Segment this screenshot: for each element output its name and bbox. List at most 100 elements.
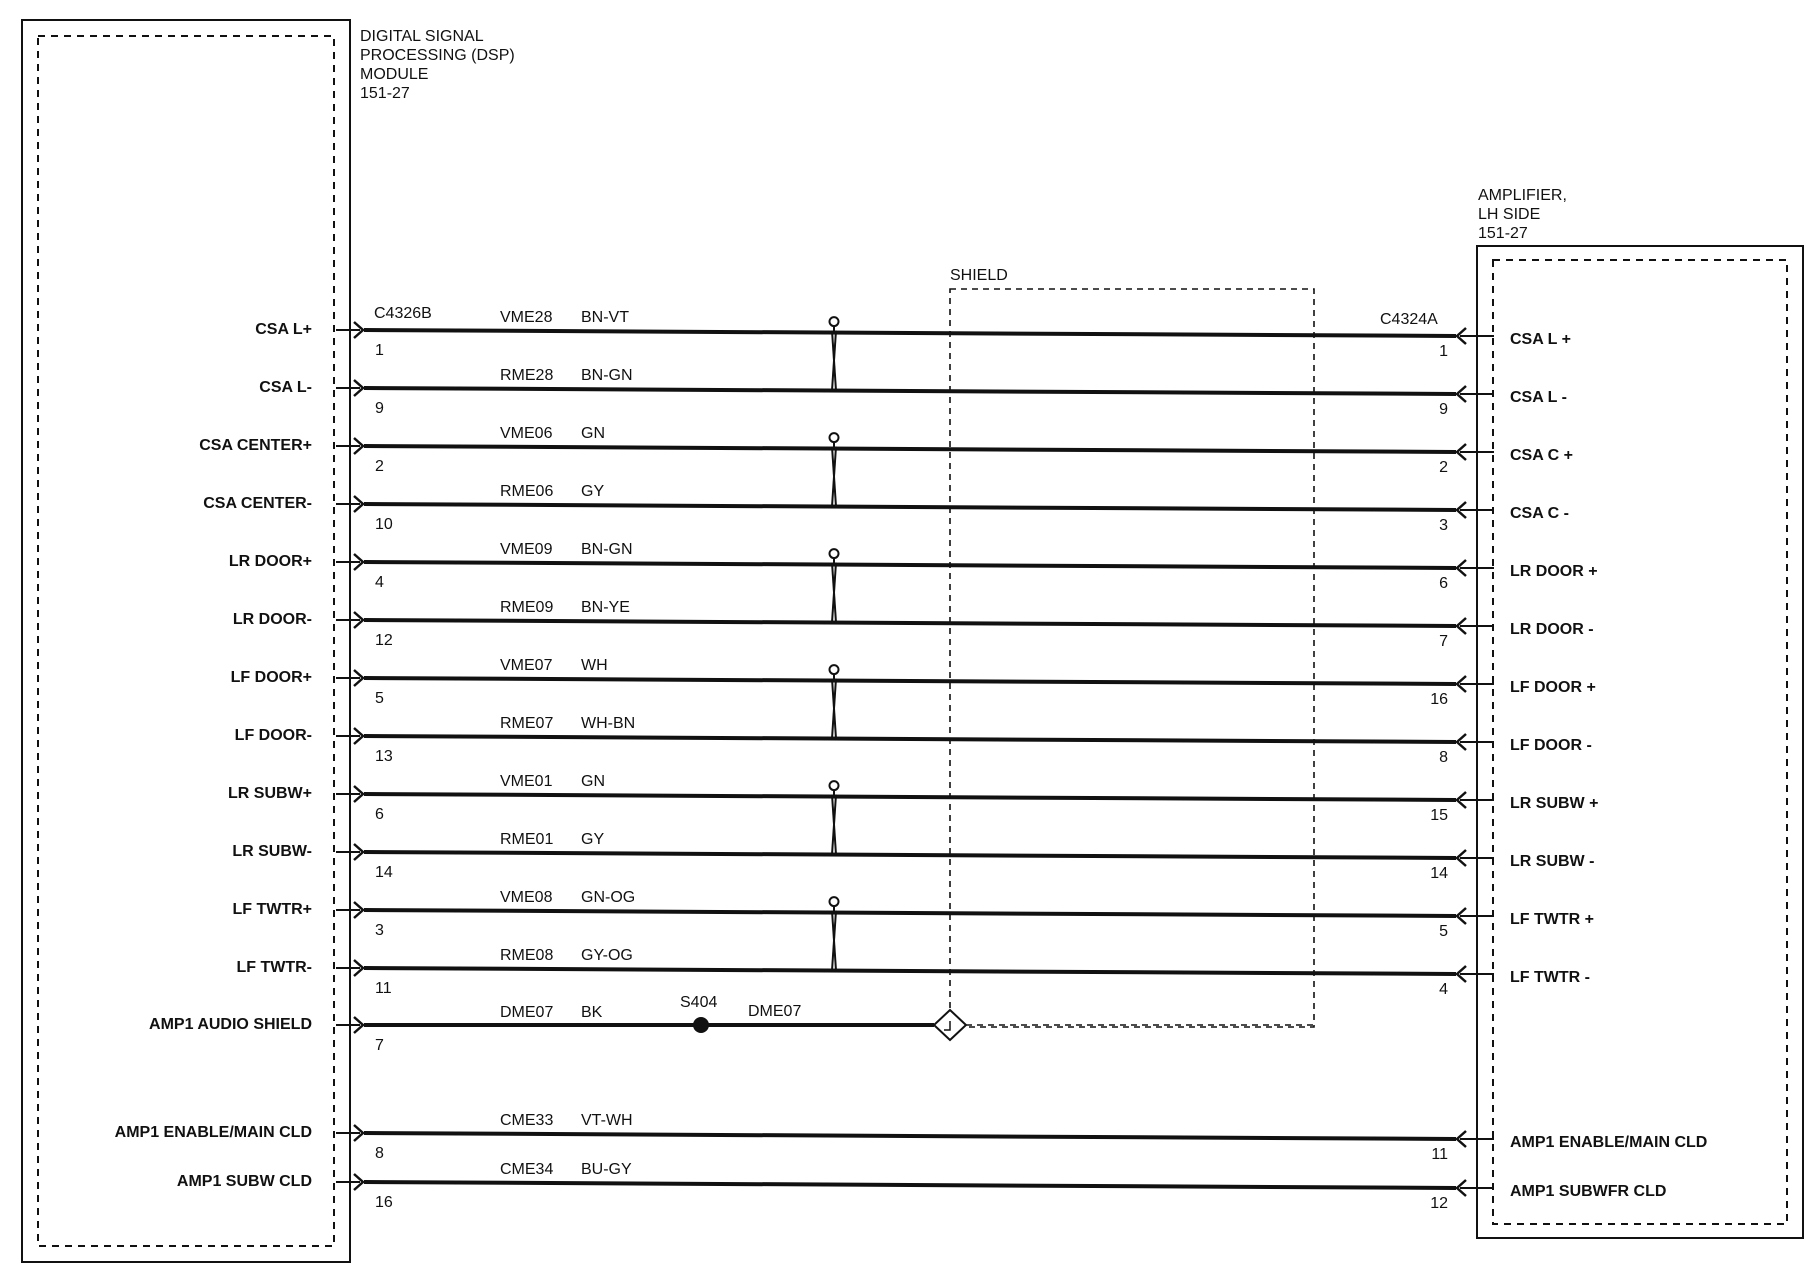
wire-color-label: GN-OG xyxy=(581,889,635,906)
circuit-label: RME06 xyxy=(500,483,553,500)
right-pin-label: AMP1 SUBWFR CLD xyxy=(1510,1183,1666,1200)
wire-color-label: BN-GN xyxy=(581,367,633,384)
circuit-label: VME01 xyxy=(500,773,553,790)
amplifier-title-2: LH SIDE xyxy=(1478,206,1540,223)
left-pin-number: 14 xyxy=(375,864,393,881)
left-pin-number: 11 xyxy=(375,980,392,997)
wire-color-label: BN-GN xyxy=(581,541,633,558)
twisted-pair-icon xyxy=(828,664,840,676)
wire-line xyxy=(363,618,1457,628)
right-pin-label: CSA C - xyxy=(1510,505,1569,522)
left-pin-label: LR SUBW+ xyxy=(228,785,312,802)
circuit-label: RME08 xyxy=(500,947,553,964)
left-pin-label: CSA CENTER- xyxy=(203,495,312,512)
left-pin-label: CSA CENTER+ xyxy=(199,437,312,454)
twist-line-b xyxy=(831,910,837,971)
left-terminal-icon xyxy=(353,1016,365,1034)
left-terminal-icon xyxy=(353,553,365,571)
twist-line-b xyxy=(831,446,837,507)
left-terminal-icon xyxy=(353,437,365,455)
wire: LF TWTR+ 3 VME08 GN-OG 5 LF TWTR + xyxy=(232,889,1594,971)
wire-line xyxy=(363,444,1457,454)
circuit-label: CME33 xyxy=(500,1112,553,1129)
wire-line xyxy=(363,502,1457,512)
right-pin-number: 11 xyxy=(1431,1146,1448,1163)
wire-line xyxy=(363,966,1457,976)
right-terminal-icon xyxy=(1455,965,1467,983)
twist-line-b xyxy=(831,562,837,623)
circuit-label: VME09 xyxy=(500,541,553,558)
twisted-pair-icon xyxy=(828,780,840,792)
right-pin-number: 14 xyxy=(1430,865,1448,882)
dsp-module-title-3: MODULE xyxy=(360,66,428,83)
wire-color-label: BK xyxy=(581,1004,603,1021)
left-terminal-icon xyxy=(353,1173,365,1191)
right-pin-number: 3 xyxy=(1439,517,1448,534)
left-terminal-icon xyxy=(353,495,365,513)
left-pin-label: LR SUBW- xyxy=(232,843,312,860)
wire-line xyxy=(363,328,1457,338)
amplifier-connector-label: C4324A xyxy=(1380,311,1438,328)
left-pin-label: AMP1 ENABLE/MAIN CLD xyxy=(115,1124,312,1141)
left-terminal-icon xyxy=(353,843,365,861)
twisted-pair-icon xyxy=(828,316,840,328)
dsp-module-box xyxy=(21,19,351,1263)
left-pin-label: LF TWTR+ xyxy=(232,901,312,918)
right-terminal-icon xyxy=(1455,1130,1467,1148)
wire-line xyxy=(363,386,1457,396)
wire-color-label: GY-OG xyxy=(581,947,633,964)
right-terminal-icon xyxy=(1455,1179,1467,1197)
right-terminal-icon xyxy=(1455,791,1467,809)
right-pin-label: LF DOOR + xyxy=(1510,679,1596,696)
twisted-pair-icon xyxy=(828,432,840,444)
right-pin-number: 9 xyxy=(1439,401,1448,418)
wire-color-label: BN-YE xyxy=(581,599,630,616)
circuit-label: RME01 xyxy=(500,831,553,848)
left-pin-number: 3 xyxy=(375,922,384,939)
splice-label: S404 xyxy=(680,994,717,1011)
splice-wire-label: DME07 xyxy=(748,1003,801,1020)
right-pin-number: 7 xyxy=(1439,633,1448,650)
wire: CSA CENTER- 10 RME06 GY 3 CSA C - xyxy=(203,483,1569,534)
left-pin-number: 16 xyxy=(375,1194,393,1211)
right-pin-label: LF TWTR + xyxy=(1510,911,1594,928)
wire-color-label: GN xyxy=(581,773,605,790)
right-terminal-icon xyxy=(1455,907,1467,925)
left-terminal-icon xyxy=(353,901,365,919)
dsp-connector-label: C4326B xyxy=(374,305,432,322)
right-pin-label: CSA C + xyxy=(1510,447,1573,464)
wire-color-label: GY xyxy=(581,483,604,500)
right-pin-number: 12 xyxy=(1430,1195,1448,1212)
dsp-module-title-4: 151-27 xyxy=(360,85,410,102)
left-terminal-icon xyxy=(353,959,365,977)
right-pin-number: 2 xyxy=(1439,459,1448,476)
right-pin-number: 5 xyxy=(1439,923,1448,940)
circuit-label: RME28 xyxy=(500,367,553,384)
left-pin-number: 6 xyxy=(375,806,384,823)
twisted-pair-icon xyxy=(828,896,840,908)
circuit-label: VME28 xyxy=(500,309,553,326)
left-pin-label: CSA L- xyxy=(259,379,312,396)
right-pin-number: 1 xyxy=(1439,343,1448,360)
right-pin-label: LF DOOR - xyxy=(1510,737,1592,754)
left-pin-label: LR DOOR- xyxy=(233,611,312,628)
right-pin-label: LF TWTR - xyxy=(1510,969,1590,986)
right-pin-number: 4 xyxy=(1439,981,1448,998)
right-pin-number: 16 xyxy=(1430,691,1448,708)
right-pin-label: CSA L + xyxy=(1510,331,1571,348)
left-terminal-icon xyxy=(353,727,365,745)
left-pin-number: 10 xyxy=(375,516,393,533)
wire-line xyxy=(363,734,1457,744)
wire-line xyxy=(363,676,1457,686)
circuit-label: VME08 xyxy=(500,889,553,906)
right-terminal-icon xyxy=(1455,617,1467,635)
